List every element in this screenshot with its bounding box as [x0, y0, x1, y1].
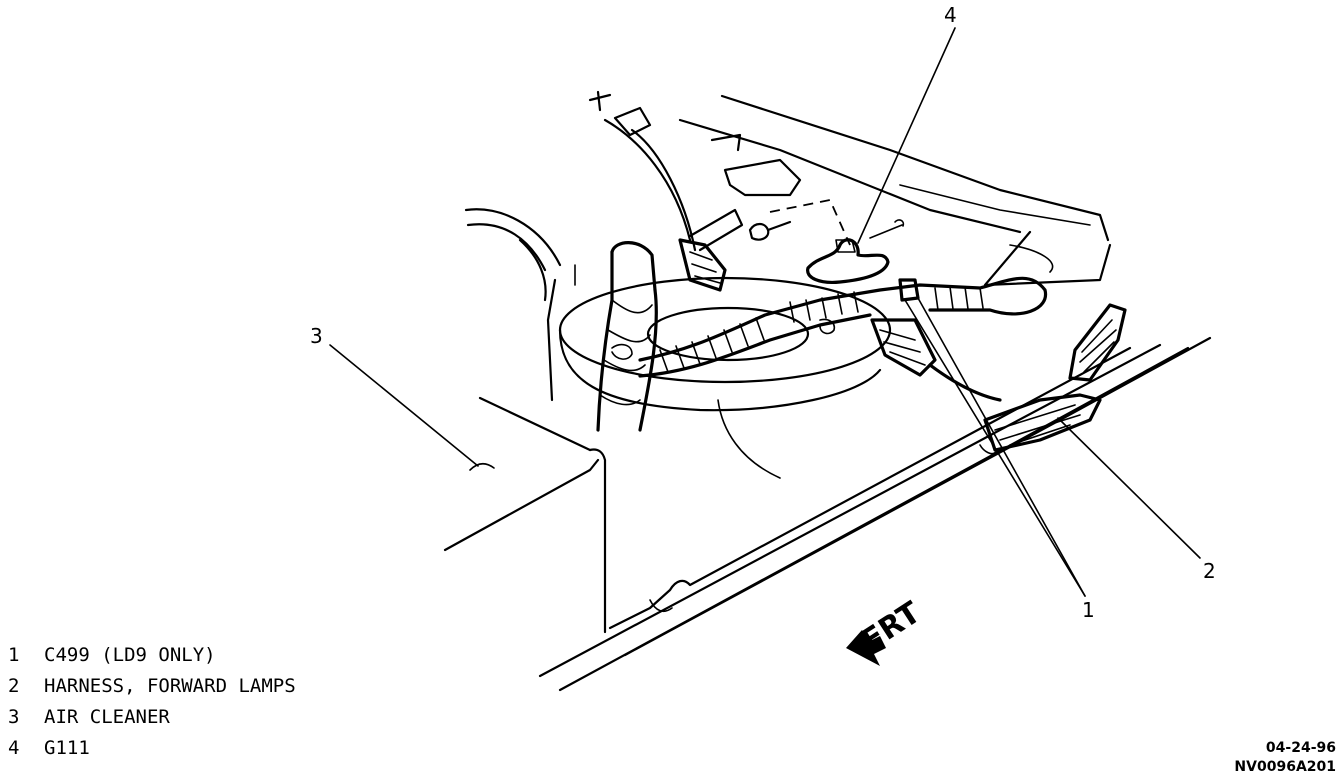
drawing-date: 04-24-96 [1265, 740, 1336, 756]
front-direction-indicator: FRT [846, 595, 927, 666]
arrow-left-icon [846, 630, 886, 666]
inner-fender [464, 90, 851, 302]
callout-2: 2 [1203, 559, 1216, 583]
air-cleaner-box [443, 278, 600, 552]
callout-4: 4 [944, 3, 957, 27]
leader-lines [329, 27, 1201, 597]
housing-ring [558, 276, 892, 479]
wiring-harness [596, 238, 1048, 432]
callout-3: 3 [310, 324, 323, 348]
drawing-id: NV0096A201 [1234, 759, 1336, 775]
drawing-code: 04-24-96 NV0096A201 [1234, 739, 1336, 777]
ground-strap [806, 219, 905, 284]
callout-1: 1 [1082, 598, 1095, 622]
forward-lamps-connector [979, 303, 1127, 455]
bolt-icon [748, 220, 792, 241]
fender-panel [678, 94, 1112, 287]
